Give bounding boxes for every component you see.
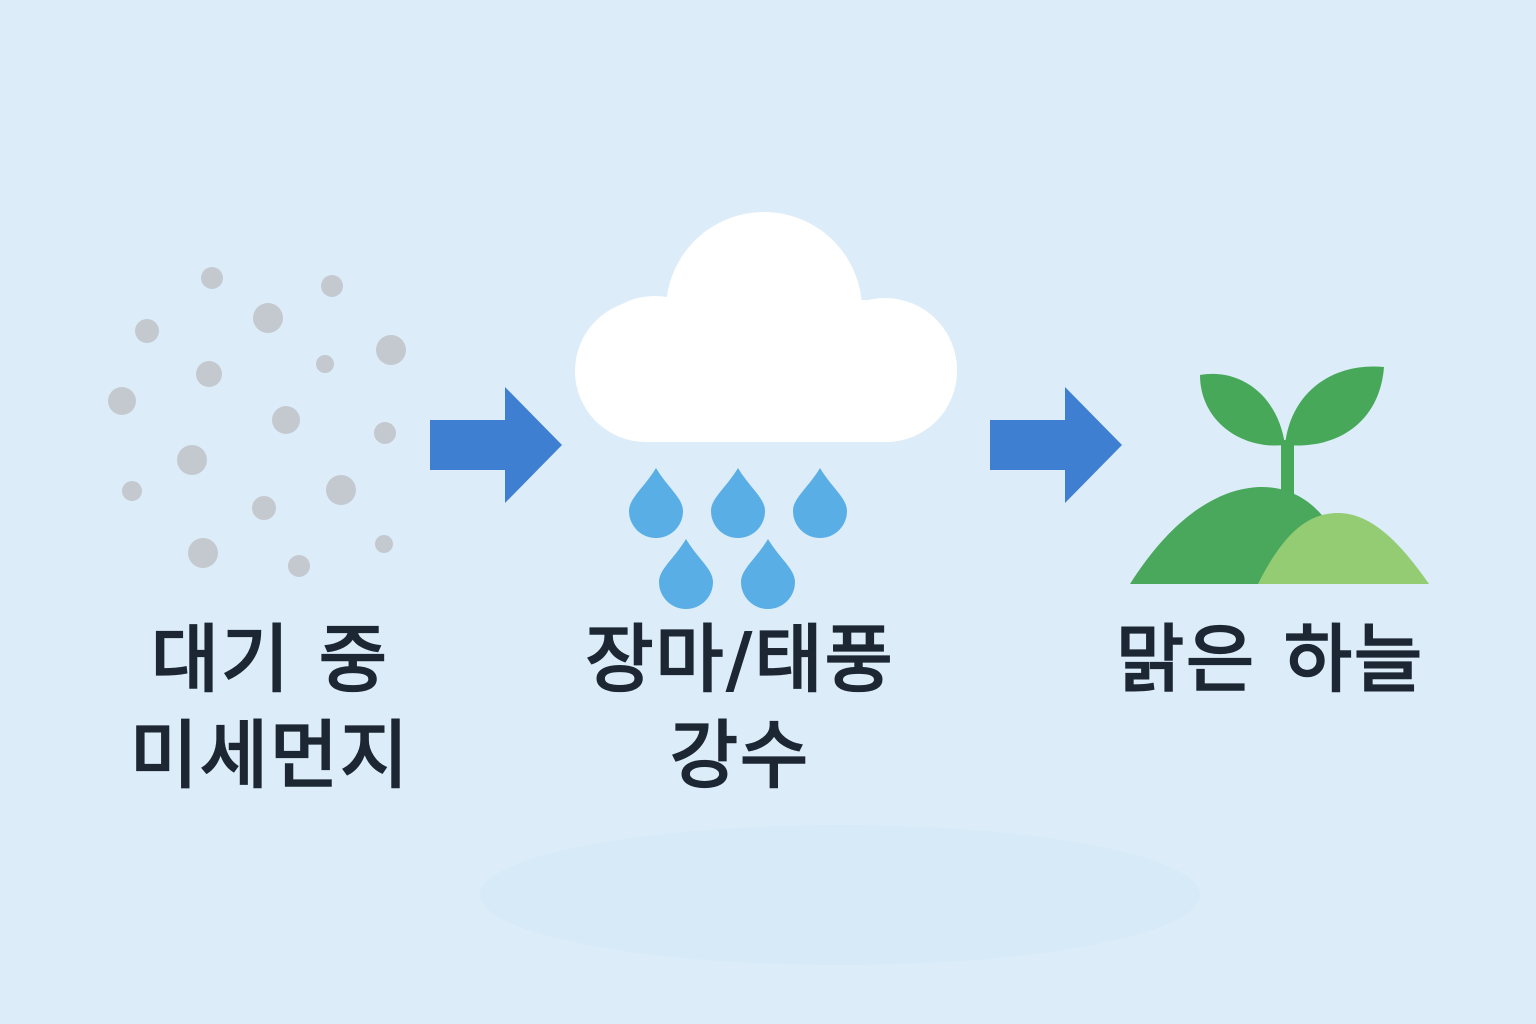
stage-label-line: 대기 중 [150,617,389,703]
stage-label-line: 강수 [669,713,811,799]
stage-label-dust: 대기 중 미세먼지 [80,612,460,804]
stage-label-rain: 장마/태풍 강수 [540,612,940,804]
stage-label-line: 장마/태풍 [585,617,895,703]
sprout-hill-icon [1130,366,1429,584]
stage-label-clear-sky: 맑은 하늘 [1090,612,1450,708]
rain-cloud-icon [575,212,957,609]
arrow-right-icon [430,387,562,503]
background-reflection [480,825,1200,965]
dust-particles-icon [108,267,406,577]
stage-label-line: 미세먼지 [129,713,411,799]
stage-label-line: 맑은 하늘 [1115,617,1425,703]
raindrops [629,468,847,609]
arrow-right-icon [990,387,1122,503]
